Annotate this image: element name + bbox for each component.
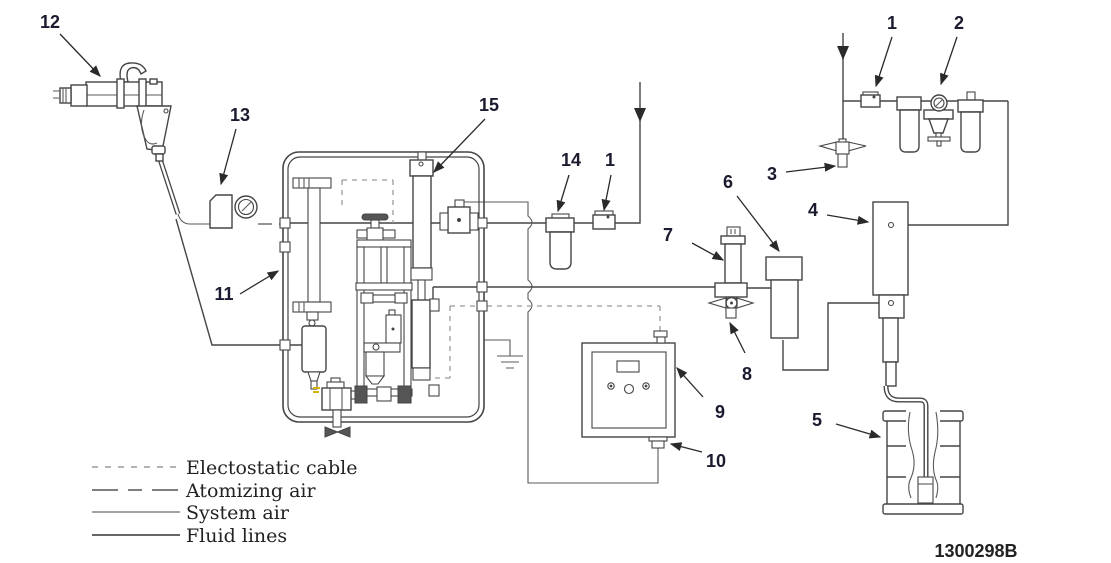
gun-hook [119,62,147,83]
air-filter-regulator-lubricator [896,91,984,153]
air-shutoff-valve-main [860,91,881,108]
cutaway-edge [907,411,915,499]
electrostatic-spray-gun [53,62,210,225]
legend-label-fluid: Fluid lines [186,525,287,547]
frl-lubricator [957,99,984,113]
legend: Electostatic cable Atomizing air System … [92,457,357,547]
callout-label-1-cabinet: 1 [605,150,615,170]
dosing-cylinder [409,151,440,397]
frl-filter [896,96,922,111]
fluid-filter [765,256,803,339]
callout-label-14: 14 [561,150,581,170]
callout-label-10: 10 [706,451,726,471]
wall-fitting [476,300,488,312]
gun-nozzle [70,84,88,107]
callout-label-4: 4 [808,200,818,220]
ground-symbol [484,339,523,369]
fluid-lines [175,218,888,371]
fluid-pump [872,201,909,387]
frame-rail [356,246,365,403]
fluid-pressure-regulator [301,325,327,373]
wall-fitting [279,241,291,253]
display [616,360,640,373]
fluid-drain-valve [707,296,755,319]
electrostatic-power-supply [581,330,676,438]
callout-arrows [59,33,958,453]
bottom-manifold [321,377,352,438]
callout-label-8: 8 [742,364,752,384]
pump-cabinet-enclosure [279,151,488,423]
legend-label-atomizing: Atomizing air [185,480,316,502]
legend-label-system-air: System air [186,502,290,524]
fluid-outlet-port [887,299,895,307]
surge-suppressor [714,226,748,298]
pump-filter-cup [365,351,385,377]
air-shutoff-valve-cabinet [592,210,616,230]
elbow-fitting [428,384,440,397]
pump-assembly [347,213,413,404]
wall-fitting [279,217,291,229]
elbow-fitting [429,298,440,312]
part-number: 1300298B [934,541,1017,561]
atomizing-air-solenoid [439,199,479,234]
wall-fitting [476,281,488,293]
drain-valve-handle [324,426,351,438]
callout-label-11: 11 [214,284,233,304]
callout-label-2: 2 [954,13,964,33]
yellow-marks [313,387,320,393]
gun-air-regulator-with-gauge [209,194,258,229]
flow-arrow-icon [634,108,646,122]
callout-label-12: 12 [40,12,60,32]
main-air-line [837,33,1009,226]
callout-label-13: 13 [230,105,250,125]
callout-label-5: 5 [812,410,822,430]
pump-air-motor [872,201,909,296]
callout-label-15: 15 [479,95,499,115]
callout-label-9: 9 [715,402,725,422]
callout-label-7: 7 [663,225,673,245]
air-filter-14 [545,213,575,270]
cutaway-edge [932,411,939,499]
fluid-supply-drum [882,385,964,515]
callout-label-6: 6 [723,172,733,192]
air-inlet-port [887,221,895,229]
air-valve-handle [361,213,389,221]
air-bleed-valve [817,138,867,168]
callout-label-1-main: 1 [887,13,897,33]
callout-label-3: 3 [767,164,777,184]
frame-rail [403,246,412,403]
wall-fitting [279,339,291,351]
fluid-regulator-assembly [292,177,332,393]
callout-labels: 12 13 15 14 1 1 2 3 4 5 6 7 8 9 10 11 [40,12,964,471]
power-supply-fitting [648,436,668,449]
control-knob [623,383,635,395]
suction-foot [917,476,934,504]
flow-arrow-icon [837,46,849,60]
electrostatic-cable [341,179,661,379]
legend-label-electrostatic: Electostatic cable [186,457,357,479]
